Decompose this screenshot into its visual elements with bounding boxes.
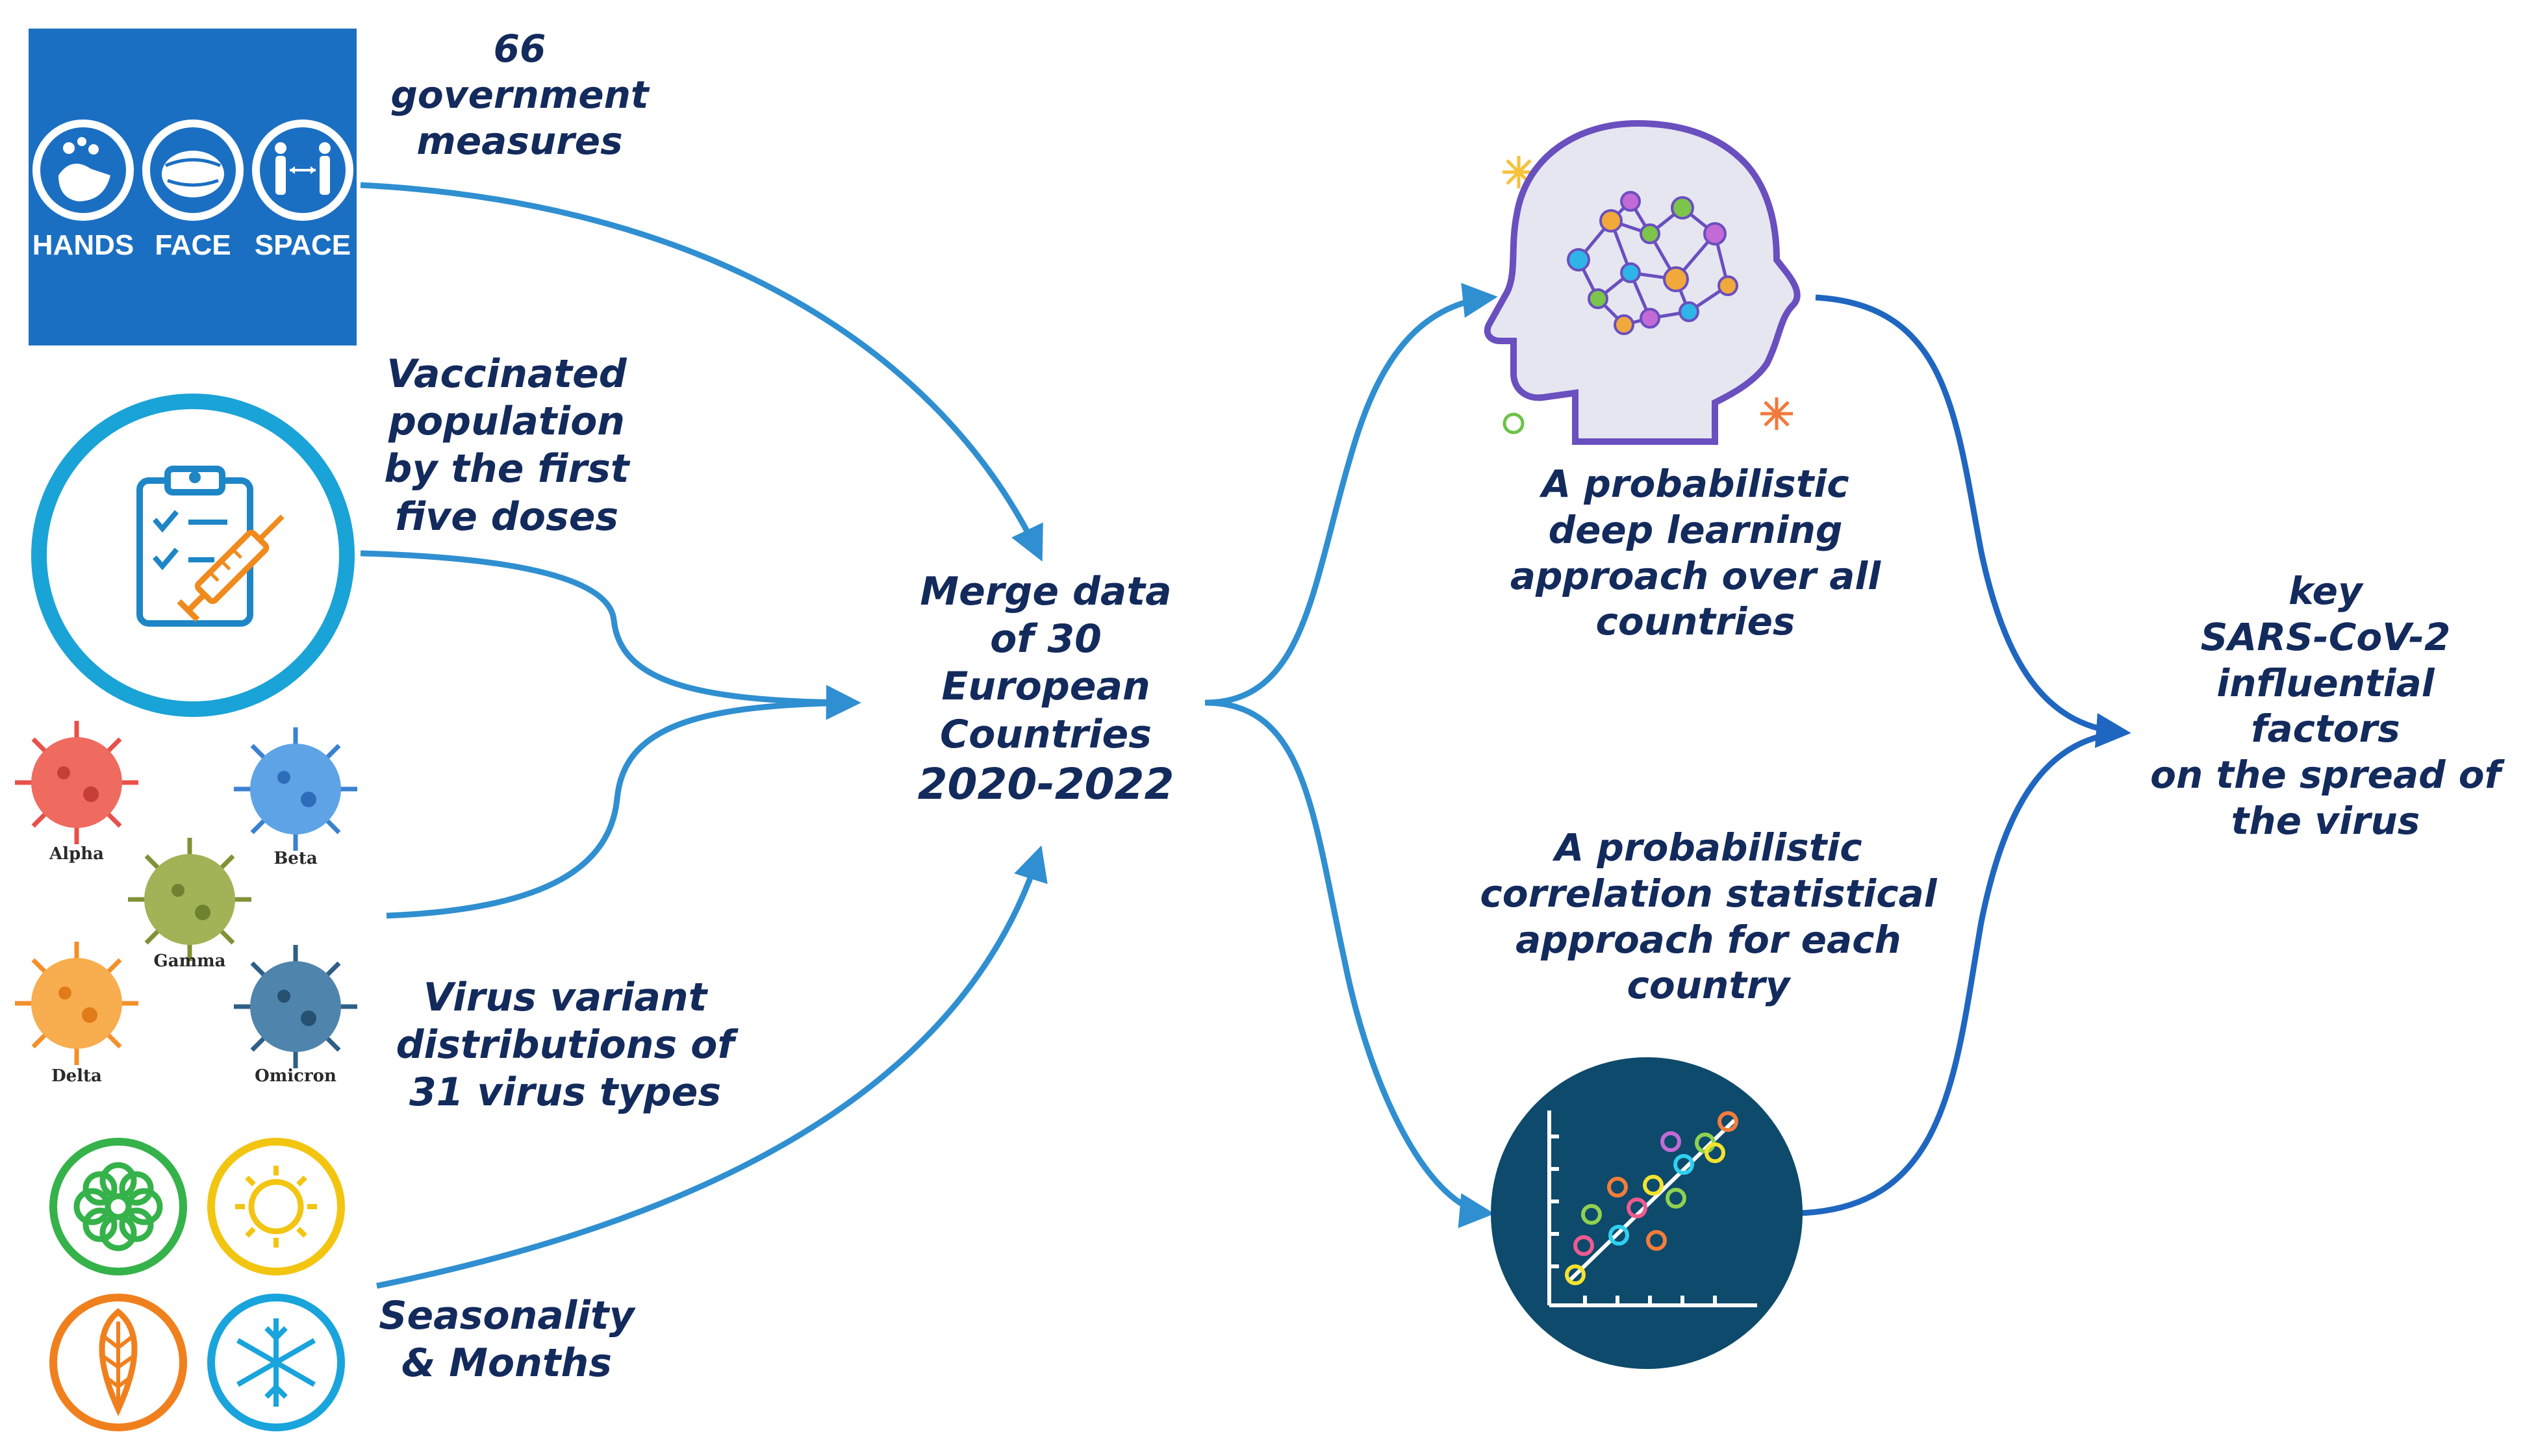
clipboard-syringe-icon [136, 466, 285, 627]
hands-badge-label: HANDS [32, 229, 134, 261]
arrow-correlation-to-result [1799, 729, 2125, 1216]
arrow-seasonality-to-merge [376, 845, 1048, 1289]
arrow-variants-to-merge [386, 699, 855, 919]
virus-variants-group [15, 721, 357, 1068]
correlation-label: A probabilistic correlation statistical … [1480, 825, 1937, 1008]
arrow-merge-to-deep-learning [1204, 282, 1498, 706]
variant-label-omicron: Omicron [255, 1066, 336, 1086]
arrow-measures-to-merge [360, 182, 1043, 562]
merge-data-label: Merge data of 30 European Countries 2020… [917, 569, 1174, 809]
virus-icon [15, 721, 138, 844]
variant-label-gamma: Gamma [153, 951, 226, 971]
scatter-plot-icon [1491, 1057, 1803, 1369]
flower-icon [49, 1138, 187, 1275]
arrow-merge-to-correlation [1204, 699, 1495, 1228]
face-mask-icon [142, 119, 244, 221]
space-badge-label: SPACE [254, 229, 351, 261]
distance-icon [252, 119, 353, 221]
input-arrows [360, 182, 1048, 1289]
virus-icon [128, 838, 251, 961]
leaf-icon [49, 1294, 187, 1431]
deep-learning-label: A probabilistic deep learning approach o… [1510, 462, 1881, 644]
brain-network-icon [1484, 119, 1801, 445]
virus-icon [234, 727, 357, 851]
variant-label-beta: Beta [273, 849, 318, 868]
government-measures-panel [29, 29, 357, 345]
virus-variant-label: Virus variant distributions of 31 virus … [396, 975, 735, 1116]
seasonality-label: Seasonality & Months [379, 1293, 635, 1387]
virus-icon [15, 942, 138, 1065]
snowflake-icon [207, 1294, 345, 1431]
seasons-group [49, 1138, 345, 1431]
virus-icon [234, 945, 357, 1068]
face-badge-label: FACE [155, 229, 231, 261]
vaccination-icon [31, 394, 355, 717]
result-arrows [1799, 294, 2131, 1216]
key-factors-label: key SARS-CoV-2 influential factors on th… [2150, 569, 2501, 843]
government-measures-label: 66 government measures [390, 27, 649, 163]
sun-icon [207, 1138, 345, 1275]
arrow-deep-learning-to-result [1815, 294, 2131, 748]
vaccinated-population-label: Vaccinated population by the first five … [384, 351, 629, 540]
hands-icon [32, 119, 134, 221]
arrow-vaccination-to-merge [360, 550, 861, 720]
variant-label-alpha: Alpha [49, 844, 104, 864]
variant-label-delta: Delta [51, 1066, 102, 1086]
method-arrows [1204, 282, 1498, 1228]
